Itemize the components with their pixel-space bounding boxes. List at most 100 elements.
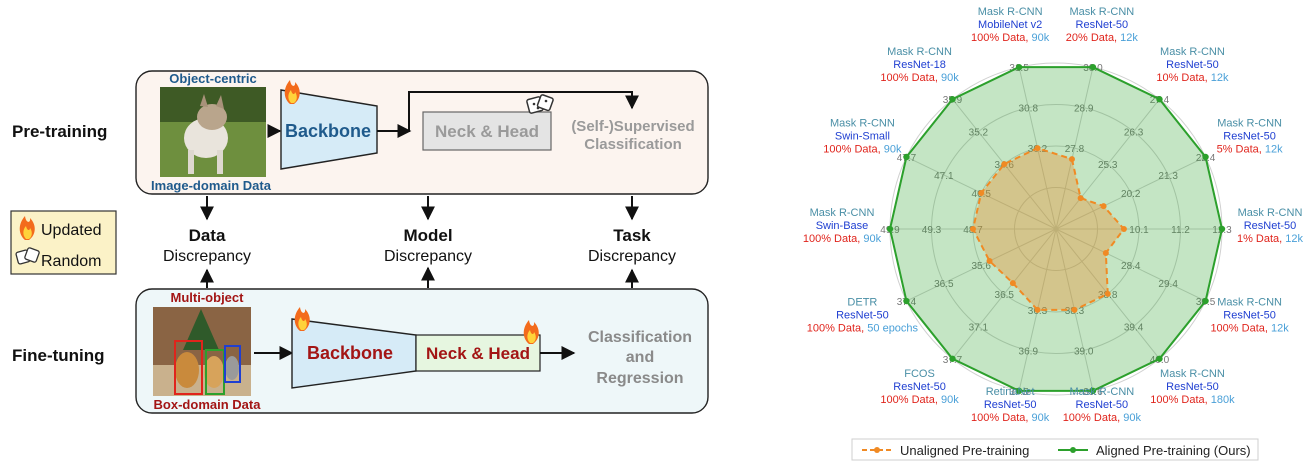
radar-tick-label: 35.6 (971, 261, 991, 272)
finetune-backbone-label: Backbone (307, 343, 393, 363)
axis-model-label: Mask R-CNN (810, 207, 875, 219)
data-discrepancy-title: Data (189, 226, 226, 245)
axis-schedule-label: 5% Data, 12k (1217, 144, 1284, 156)
radar-legend: Unaligned Pre-training Aligned Pre-train… (851, 438, 1259, 461)
pretrain-neck-head-block (422, 111, 552, 151)
radar-tick-label: 39.4 (1124, 322, 1144, 333)
pretraining-box (135, 70, 709, 195)
radar-tick-label: 36.9 (1019, 346, 1039, 357)
pretrain-neck-head-label: Neck & Head (435, 122, 539, 141)
aligned-point (1156, 355, 1163, 362)
unaligned-point (978, 189, 985, 196)
finetune-neck-fire-icon (523, 320, 539, 344)
legend-aligned-label: Aligned Pre-training (Ours) (1096, 443, 1251, 458)
model-discrepancy-sub: Discrepancy (384, 248, 472, 265)
finetuning-label: Fine-tuning (12, 346, 105, 365)
task-discrepancy-sub: Discrepancy (588, 248, 676, 265)
axis-model-label: Mask R-CNN (1160, 46, 1225, 58)
axis-model-label: RetinaNet (986, 386, 1035, 398)
axis-model-label: Mask R-CNN (978, 6, 1043, 18)
aligned-point (1015, 387, 1023, 395)
pretrain-backbone-label: Backbone (285, 121, 371, 141)
legend-unaligned-label: Unaligned Pre-training (900, 443, 1029, 458)
unaligned-point (1100, 203, 1107, 210)
supervised-text-1: (Self-)Supervised (571, 118, 694, 135)
aligned-point (1156, 96, 1163, 103)
axis-schedule-label: 1% Data, 12k (1237, 233, 1304, 245)
radar-chart: 27.828.930.025.326.327.420.221.322.410.1… (803, 6, 1304, 461)
dice-icon (526, 94, 554, 114)
radar-tick-label: 39.0 (1074, 346, 1094, 357)
radar-spoke (906, 228, 1057, 302)
radar-tick-label: 21.3 (1158, 171, 1178, 182)
unaligned-point (1068, 156, 1075, 163)
axis-backbone-label: ResNet-50 (1076, 399, 1129, 411)
axis-schedule-label: 20% Data, 12k (1066, 32, 1139, 44)
multi-object-label: Multi-object (171, 290, 245, 305)
legend-unaligned-marker (874, 447, 880, 453)
object-centric-label: Object-centric (169, 71, 256, 86)
radar-tick-label: 37.1 (969, 322, 989, 333)
pretraining-label: Pre-training (12, 122, 107, 141)
aligned-point (1089, 387, 1097, 395)
radar-tick-label: 49.3 (922, 225, 942, 236)
supervised-text-2: Classification (584, 136, 682, 153)
axis-model-label: Mask R-CNN (1217, 296, 1282, 308)
aligned-point (903, 297, 910, 305)
image-domain-label: Image-domain Data (151, 178, 272, 193)
axis-model-label: Mask R-CNN (1160, 368, 1225, 380)
axis-backbone-label: ResNet-50 (1223, 309, 1276, 321)
axis-backbone-label: ResNet-50 (893, 381, 946, 393)
pretrain-backbone-block (280, 89, 378, 170)
cls-reg-text-1: Classification (588, 329, 692, 346)
axis-model-label: FCOS (904, 368, 935, 380)
unaligned-series-area (971, 147, 1126, 311)
axis-model-label: DETR (847, 296, 877, 308)
axis-backbone-label: ResNet-50 (1244, 220, 1297, 232)
axis-schedule-label: 100% Data, 90k (880, 72, 959, 84)
unaligned-point (1102, 250, 1109, 257)
radar-tick-label: 27.8 (1065, 144, 1085, 155)
axis-model-label: Mask R-CNN (1238, 207, 1303, 219)
fire-icon (284, 80, 300, 104)
legend-updated-label: Updated (41, 222, 102, 239)
unaligned-point (1009, 280, 1016, 287)
axis-schedule-label: 100% Data, 90k (971, 32, 1050, 44)
radar-spoke (1055, 228, 1206, 302)
axis-schedule-label: 100% Data, 180k (1150, 394, 1235, 406)
model-discrepancy-title: Model (403, 226, 452, 245)
radar-tick-label: 10.1 (1129, 225, 1149, 236)
box-domain-label: Box-domain Data (154, 397, 262, 412)
legend-dice-icon (15, 247, 40, 265)
radar-tick-label: 20.2 (1121, 189, 1141, 200)
unaligned-point (970, 226, 976, 232)
aligned-point (1218, 225, 1226, 233)
unaligned-point (1034, 306, 1041, 313)
finetune-backbone-fire-icon (294, 307, 310, 331)
axis-schedule-label: 100% Data, 90k (1063, 412, 1142, 424)
radar-tick-label: 36.5 (995, 290, 1015, 301)
axis-model-label: Mask R-CNN (1069, 386, 1134, 398)
legend-random-label: Random (41, 253, 101, 270)
legend-frame (851, 438, 1259, 461)
axis-backbone-label: ResNet-18 (893, 59, 946, 71)
radar-tick-label: 35.2 (969, 128, 989, 139)
unaligned-point (1034, 145, 1041, 152)
axis-model-label: Mask R-CNN (1069, 6, 1134, 18)
axis-schedule-label: 100% Data, 90k (880, 394, 959, 406)
radar-spoke (1055, 98, 1160, 230)
axis-backbone-label: Swin-Small (835, 131, 890, 143)
radar-tick-label: 25.3 (1098, 160, 1118, 171)
aligned-point (1015, 63, 1023, 71)
radar-tick-label: 26.3 (1124, 128, 1144, 139)
axis-schedule-label: 100% Data, 50 epochs (807, 322, 919, 334)
axis-backbone-label: ResNet-50 (1166, 381, 1219, 393)
axis-schedule-label: 100% Data, 90k (823, 144, 902, 156)
axis-schedule-label: 100% Data, 12k (1210, 322, 1289, 334)
